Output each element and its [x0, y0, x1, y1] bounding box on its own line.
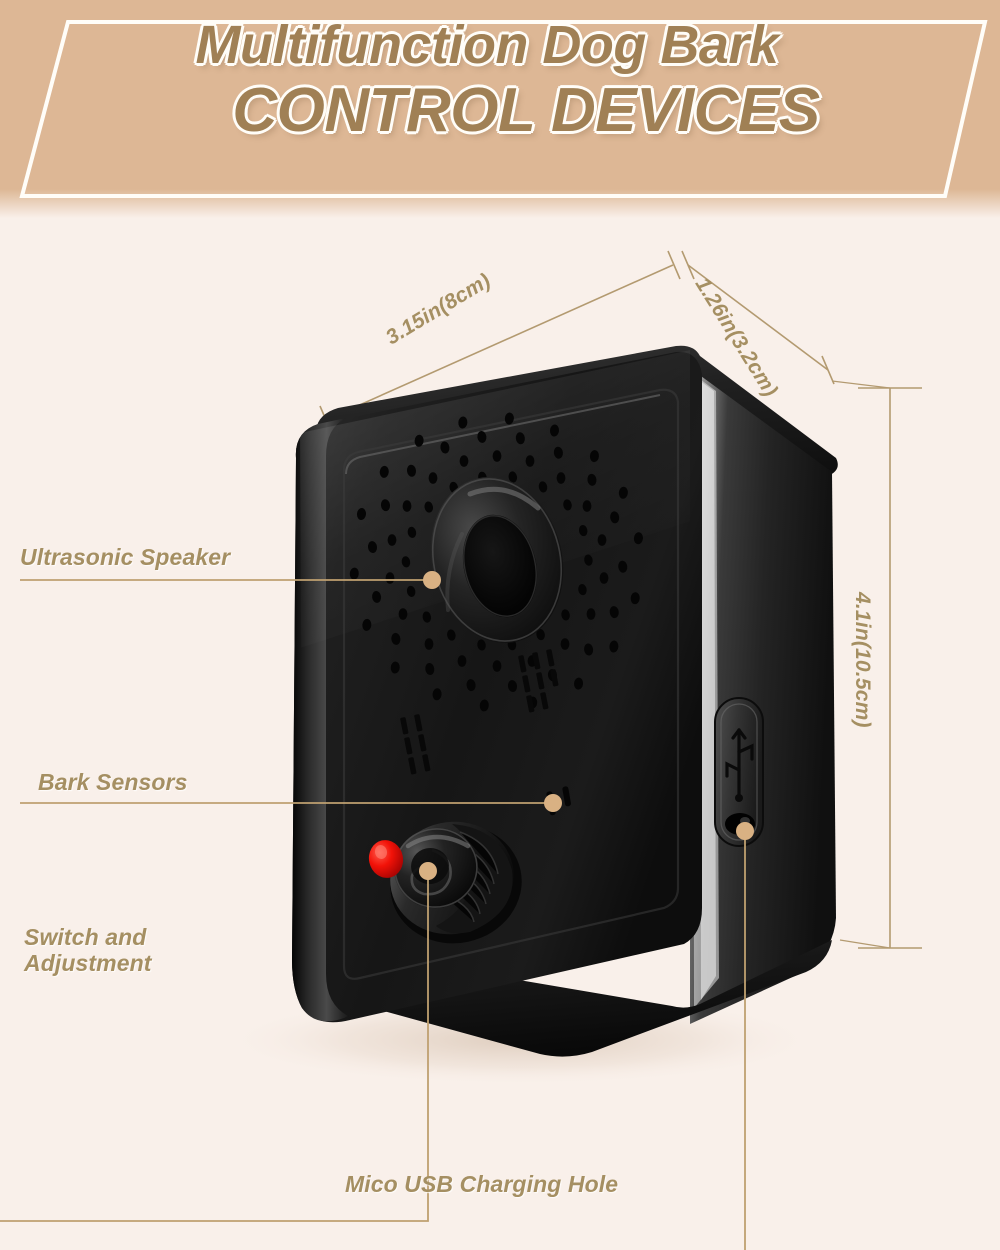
product-illustration-stage	[0, 218, 1000, 1250]
callout-label-switch-and-adjustment: Switch and Adjustment	[24, 924, 152, 976]
front-panel-seam	[342, 388, 680, 980]
device-body	[292, 345, 838, 1057]
leader-usb-charging	[744, 831, 746, 1250]
product-illustration-svg	[0, 250, 922, 1250]
banner-bottom-fade	[0, 170, 1000, 218]
callout-leader-lines	[0, 579, 746, 1250]
device-right-side-face	[690, 368, 836, 1024]
control-knob	[390, 821, 522, 944]
callout-label-usb-charging-hole: Mico USB Charging Hole	[345, 1171, 619, 1197]
dot-switch-adjustment	[419, 862, 437, 880]
dot-usb-charging	[736, 822, 754, 840]
dimension-guides	[313, 250, 922, 949]
vent-slot-cluster-right	[518, 649, 559, 713]
leader-switch-adjustment	[20, 871, 429, 1222]
power-led	[368, 840, 404, 878]
callout-end-dots	[419, 571, 754, 880]
dot-bark-sensors	[544, 794, 562, 812]
ultrasonic-speaker-grille	[349, 412, 643, 712]
header-banner: Multifunction Dog Bark CONTROL DEVICES	[0, 0, 1000, 218]
callout-label-bark-sensors: Bark Sensors	[38, 769, 188, 795]
front-panel-seam-highlight	[345, 394, 661, 475]
usb-icon	[725, 728, 754, 802]
dot-ultrasonic-speaker	[423, 571, 441, 589]
micro-usb-port	[714, 697, 764, 847]
dimension-label-height: 4.1in(10.5cm)	[851, 592, 874, 728]
vent-slot-cluster-left	[400, 714, 431, 775]
banner-title-line-1: Multifunction Dog Bark	[195, 15, 779, 75]
banner-title-line-2: CONTROL DEVICES	[232, 76, 820, 145]
callout-label-ultrasonic-speaker: Ultrasonic Speaker	[20, 544, 231, 570]
side-specular-core	[700, 381, 716, 1000]
banner-title-block: Multifunction Dog Bark CONTROL DEVICES	[0, 18, 1000, 142]
